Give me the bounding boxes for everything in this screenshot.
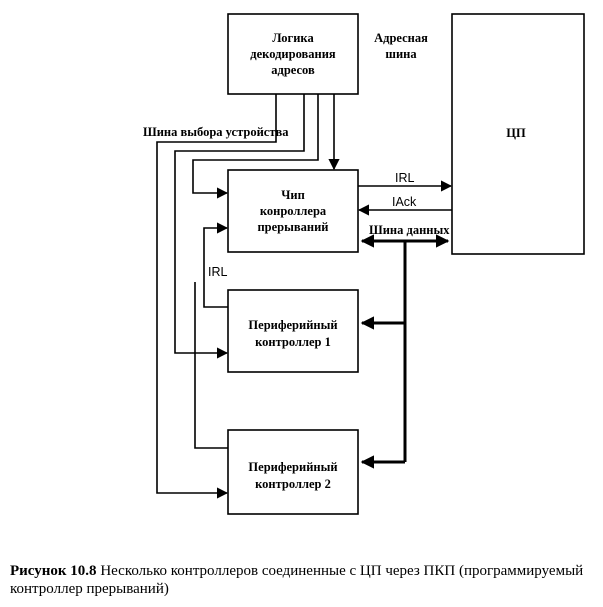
- decoder-box: [227, 13, 359, 95]
- interrupt-controller-diagram: Логика декодирования адресов Чип конролл…: [143, 13, 585, 515]
- caption-number: Рисунок 10.8: [10, 563, 97, 579]
- periph2-label-line1: Периферийный: [248, 460, 337, 474]
- select-line-pic: [192, 94, 319, 199]
- pic-label-line1: Чип: [281, 188, 305, 202]
- caption-text: Несколько контроллеров соединенные с ЦП …: [10, 563, 584, 597]
- decoder-label-line2: декодирования: [250, 47, 336, 61]
- iack-label: IAck: [392, 195, 417, 209]
- periph1-box: [227, 289, 359, 373]
- pic-label-line2: конроллера: [260, 204, 327, 218]
- select-line-periph2: [156, 94, 277, 499]
- select-line-periph1: [174, 94, 305, 359]
- data-bus-label: Шина данных: [369, 223, 450, 237]
- periph1-label-line2: контроллер 1: [255, 335, 331, 349]
- cpu-box: [451, 13, 585, 255]
- device-select-bus-label: Шина выбора устройства: [143, 125, 289, 139]
- decoder-label-line3: адресов: [271, 63, 315, 77]
- cpu-label: ЦП: [506, 126, 526, 140]
- periph2-label-line2: контроллер 2: [255, 477, 331, 491]
- periph1-label-line1: Периферийный: [248, 318, 337, 332]
- figure-caption: Рисунок 10.8 Несколько контроллеров соед…: [10, 562, 595, 598]
- decoder-label-line1: Логика: [272, 31, 314, 45]
- irl-line-periph1: [203, 222, 229, 308]
- pic-label-line3: прерываний: [257, 220, 328, 234]
- irl-label: IRL: [395, 171, 415, 185]
- address-bus-label-line1: Адресная: [374, 31, 428, 45]
- pic-box: [227, 169, 359, 253]
- address-bus-label-line2: шина: [385, 47, 417, 61]
- irl-line-periph2: [194, 282, 228, 449]
- periph2-box: [227, 429, 359, 515]
- irl-side-label: IRL: [208, 265, 228, 279]
